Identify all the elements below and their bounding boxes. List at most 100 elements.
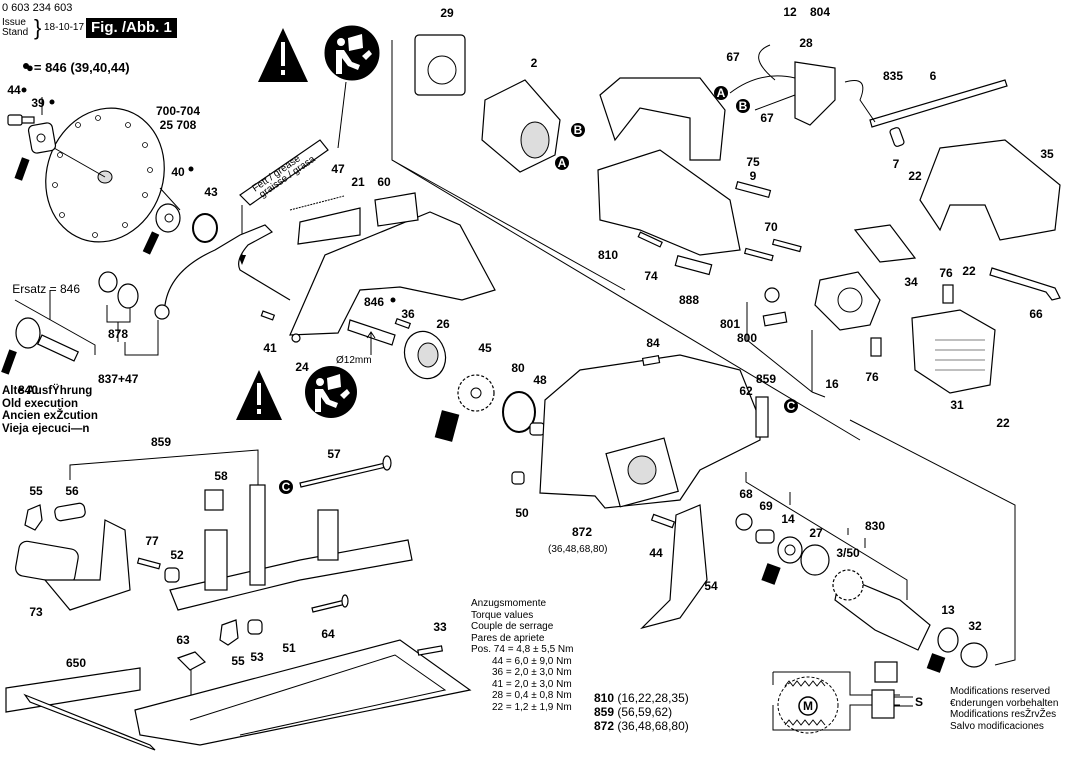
fence-bracket	[169, 484, 413, 611]
cable-67	[729, 44, 796, 111]
spacer-878	[98, 271, 139, 309]
callout-22a: 22	[908, 169, 922, 183]
sleeve-50	[511, 471, 525, 485]
handle-73	[14, 519, 131, 611]
old-execution-note: Alte AusfŸhrung Old execution Ancien exŽ…	[2, 385, 98, 435]
callout-859a: 859	[756, 372, 776, 386]
dot-icon: ●	[26, 60, 34, 75]
o-ring-80	[502, 391, 536, 433]
callout-859b: 859	[151, 435, 171, 449]
callout-2: 2	[531, 56, 538, 70]
ring-27	[800, 544, 830, 576]
callout-44a: 44	[7, 83, 21, 97]
callout-77: 77	[145, 534, 159, 548]
torque-row: 44 = 6,0 ± 9,0 Nm	[492, 655, 572, 667]
bushing-32	[960, 642, 988, 668]
sleeve-69	[755, 529, 775, 544]
bearing-13	[937, 627, 959, 653]
kit-contents: (36,48,68,80)	[617, 719, 689, 733]
sleeve-48	[529, 422, 545, 436]
callout-45: 45	[478, 341, 492, 355]
label-84	[641, 354, 661, 367]
modifications-note: Modifications reserved €nderungen vorbeh…	[950, 686, 1058, 732]
switch-804	[794, 61, 836, 126]
callout-73: 73	[29, 605, 43, 619]
strain-relief-7	[889, 127, 905, 147]
callout-6: 6	[930, 69, 937, 83]
connector-b-label: B	[739, 99, 748, 113]
torque-title-de: Anzugsmomente	[471, 598, 547, 609]
knob-55b	[219, 619, 239, 646]
warning-triangle-icon	[236, 370, 282, 420]
connector-b-icon: B	[736, 99, 750, 113]
bushing-68	[735, 513, 753, 531]
brush-holder-16	[814, 271, 881, 331]
kit-contents: (16,22,28,35)	[617, 691, 689, 705]
callout-58: 58	[214, 469, 228, 483]
wrench-icon	[142, 231, 160, 255]
flange-39	[27, 122, 57, 154]
brace-icon: }	[34, 15, 42, 40]
callout-31: 31	[950, 398, 964, 412]
label-75	[735, 181, 772, 199]
callout-810: 810	[598, 248, 618, 262]
callout-700: 700-704	[156, 104, 200, 118]
switch-symbol: S	[915, 695, 923, 709]
callout-52: 52	[170, 548, 184, 562]
callout-800: 800	[737, 331, 757, 345]
callout-55b: 55	[231, 654, 245, 668]
clip-58	[204, 489, 224, 511]
callout-44b: 44	[649, 546, 663, 560]
kit-code: 872	[594, 719, 615, 733]
callout-14: 14	[781, 512, 795, 526]
wrench-icon	[1, 349, 17, 375]
fan-baffle-29	[414, 34, 466, 96]
torque-table: Anzugsmomente Torque values Couple de se…	[471, 598, 574, 713]
callout-76a: 76	[939, 266, 953, 280]
label-888	[674, 255, 713, 276]
callout-70: 70	[764, 220, 778, 234]
callout-7: 7	[893, 157, 900, 171]
callout-69: 69	[759, 499, 773, 513]
callout-57: 57	[327, 447, 341, 461]
connector-b-label: B	[574, 123, 583, 137]
label-plate-21	[297, 207, 361, 245]
sleeve-56	[54, 502, 86, 522]
old-execution-de: Alte AusfŸhrung	[2, 385, 93, 397]
callout-label: 837+47	[98, 372, 139, 386]
connector-a-icon: A	[714, 86, 728, 100]
torque-title-en: Torque values	[471, 609, 534, 621]
spring-47	[289, 195, 345, 211]
kit-row: 810 (16,22,28,35)	[594, 691, 689, 705]
callout-67a: 67	[726, 50, 740, 64]
torque-title-fr: Couple de serrage	[471, 621, 554, 632]
kit-contents: (56,59,62)	[617, 705, 673, 719]
brush-70	[743, 238, 802, 262]
callout-835: 835	[883, 69, 903, 83]
wiring-schematic: M S	[772, 661, 923, 734]
wrench-icon	[14, 157, 30, 181]
callout-35: 35	[1040, 147, 1054, 161]
assembly-guide-line	[849, 419, 1016, 666]
connector-c-label: C	[787, 399, 796, 413]
group-bracket	[14, 290, 96, 355]
callout-830: 830	[865, 519, 885, 533]
callout-64: 64	[321, 627, 335, 641]
callout-26: 26	[436, 317, 450, 331]
callout-21: 21	[351, 175, 365, 189]
label-plate-60	[374, 192, 419, 227]
wrench-icon	[926, 653, 946, 673]
callout-75: 75	[746, 155, 760, 169]
label-872-contents: (36,48,68,80)	[548, 544, 608, 555]
callout-888: 888	[679, 293, 699, 307]
lock-62	[755, 396, 769, 438]
callout-54: 54	[704, 579, 718, 593]
modifications-de: €nderungen vorbehalten	[950, 697, 1059, 709]
screw-36	[394, 317, 412, 329]
modifications-es: Salvo modificaciones	[950, 720, 1044, 732]
motor-symbol: M	[803, 699, 813, 713]
callout-50: 50	[515, 506, 529, 520]
callout-74: 74	[644, 269, 658, 283]
